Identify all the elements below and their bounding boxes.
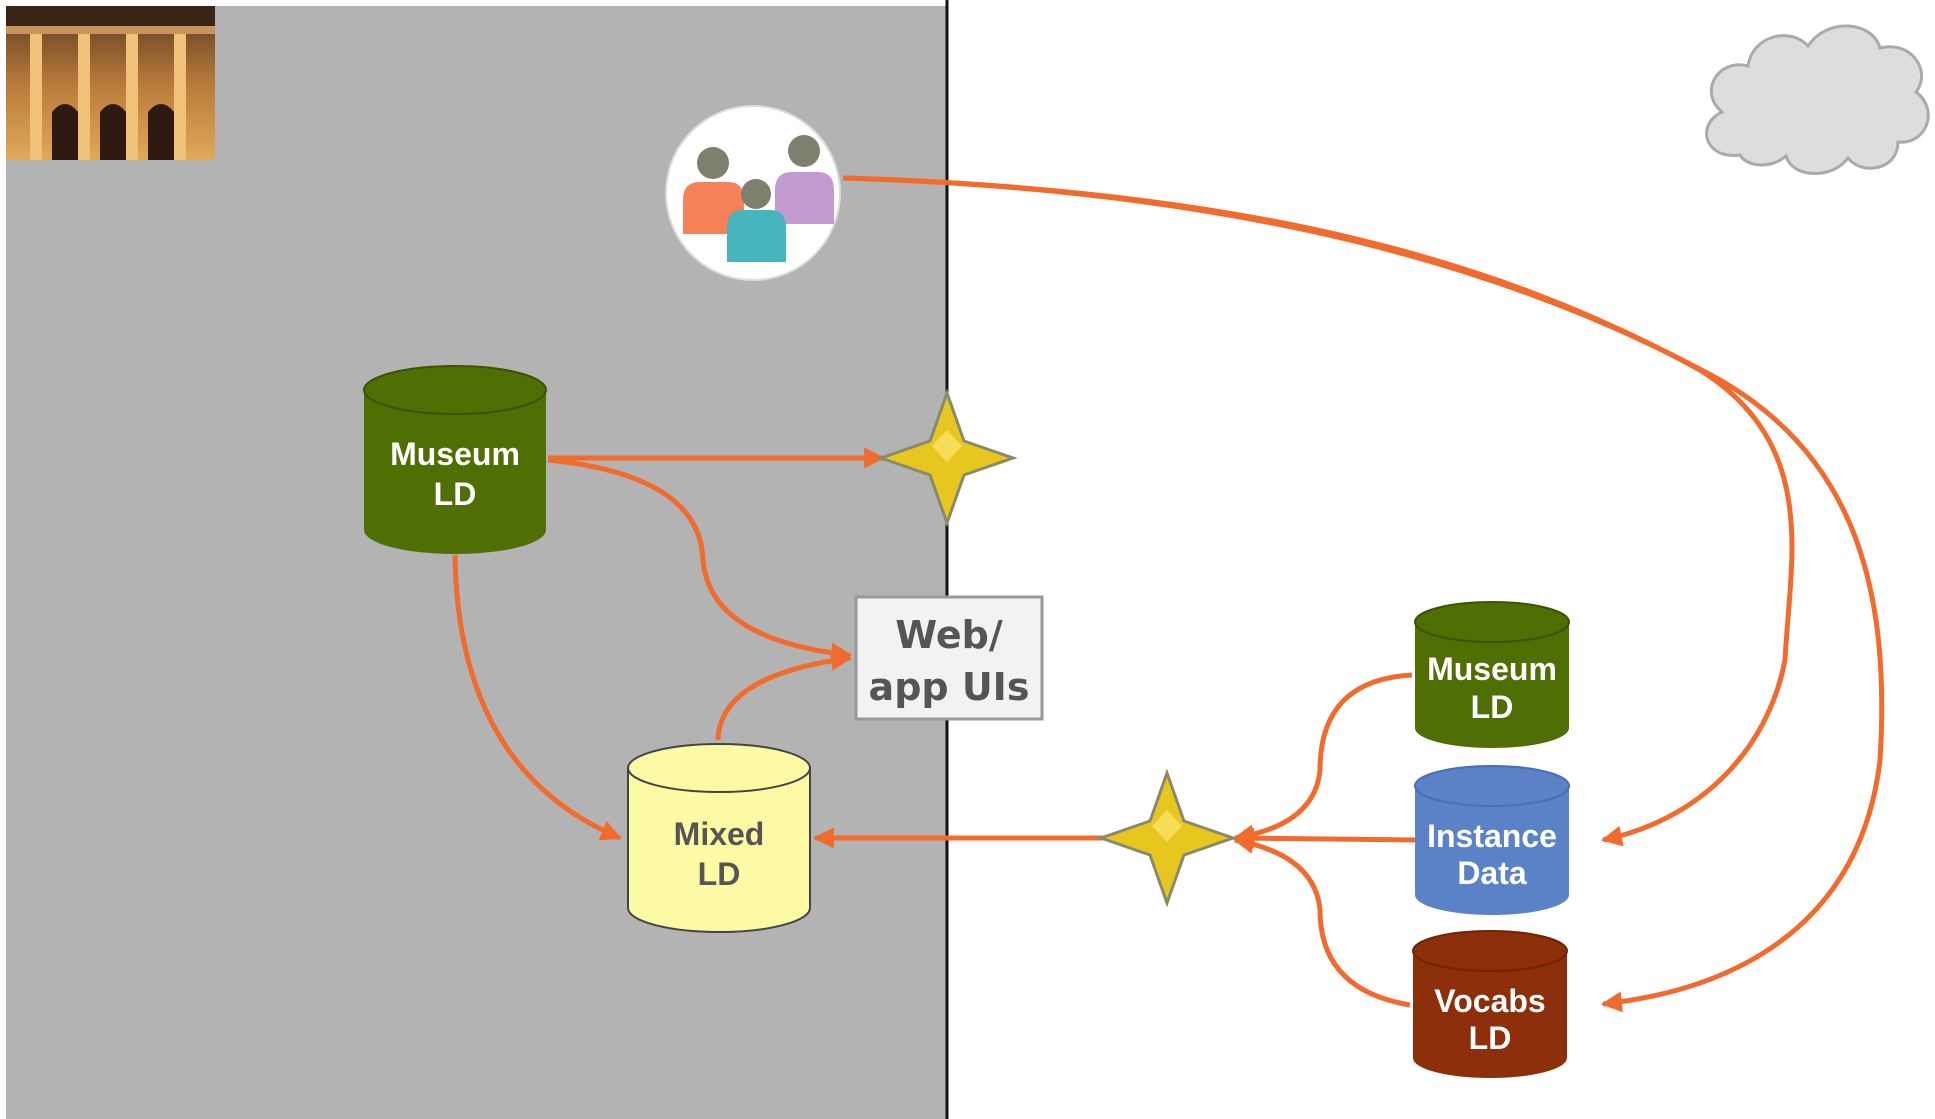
star-junction-icon [1096, 768, 1238, 908]
arrow-museumcloud-to-star [1232, 672, 1413, 846]
arrow-mixed-to-webui [715, 650, 853, 741]
vocabs-ld-line1: Vocabs [1434, 983, 1545, 1019]
user-group-icon [665, 105, 841, 281]
museum-ld-cloud-line1: Museum [1427, 651, 1557, 687]
arrow-museum-to-mixed [452, 554, 622, 841]
web-app-uis-box: Web/ app UIs [854, 595, 1044, 721]
vocabs-ld: Vocabs LD [1412, 930, 1568, 1078]
mixed-ld: Mixed LD [627, 743, 811, 933]
museum-ld-local: Museum LD [363, 365, 547, 554]
museum-building-icon [6, 6, 215, 160]
instance-data: Instance Data [1414, 765, 1570, 915]
arrow-users-to-vocabs [842, 175, 1885, 1013]
web-app-uis-line1: Web/ [895, 613, 1003, 657]
arrow-museum-to-webui [547, 457, 853, 664]
cloud-icon [1705, 24, 1930, 175]
vocabs-ld-line2: LD [1469, 1020, 1512, 1056]
museum-ld-local-line1: Museum [390, 436, 520, 472]
web-app-uis-line2: app UIs [869, 665, 1030, 709]
arrow-users-to-instance [842, 175, 1795, 847]
museum-ld-local-line2: LD [434, 476, 477, 512]
flow-arrows [452, 175, 1885, 1013]
instance-data-line1: Instance [1427, 818, 1557, 854]
mixed-ld-line1: Mixed [674, 816, 765, 852]
museum-ld-cloud: Museum LD [1414, 601, 1570, 748]
star-junction-icon [876, 388, 1018, 528]
arrow-instance-to-star [1232, 827, 1416, 849]
instance-data-line2: Data [1457, 855, 1527, 891]
mixed-ld-line2: LD [698, 856, 741, 892]
museum-ld-cloud-line2: LD [1471, 689, 1514, 725]
arrow-vocabs-to-star [1232, 833, 1411, 1008]
